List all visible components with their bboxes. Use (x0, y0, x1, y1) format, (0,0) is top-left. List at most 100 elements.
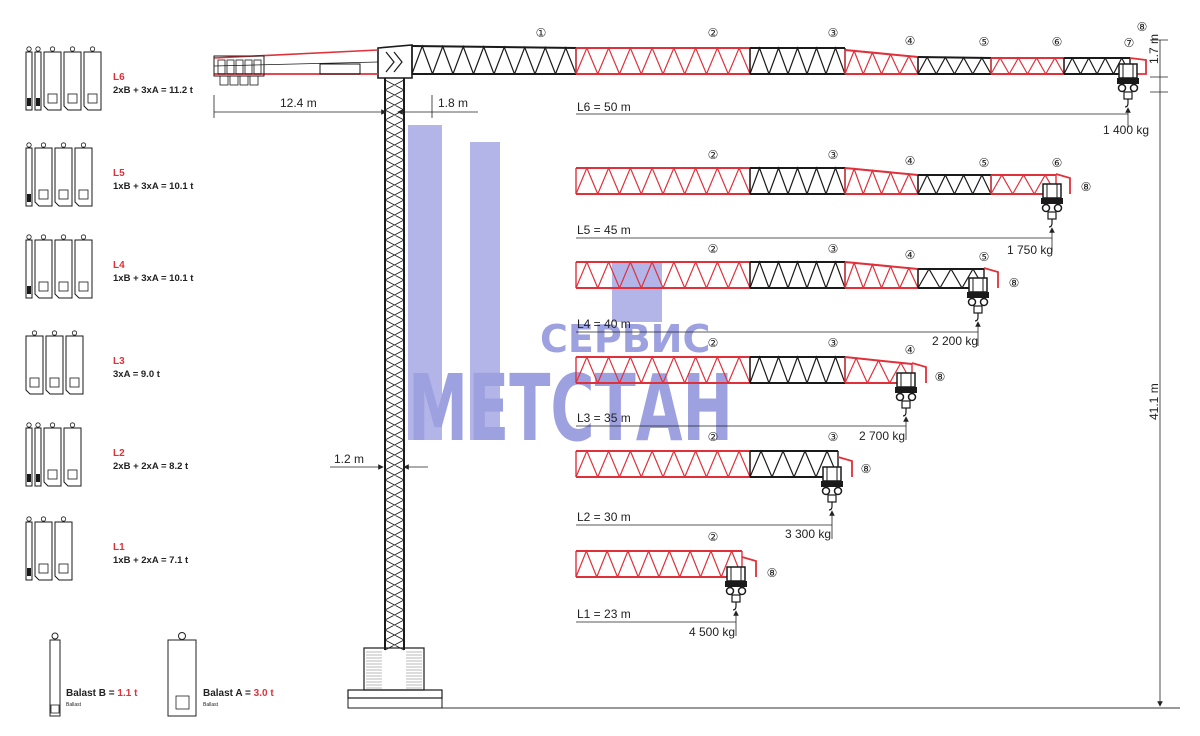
jib-section-2 (575, 46, 751, 75)
watermark-chimney-right (470, 142, 500, 440)
config-name: L4 (113, 260, 125, 271)
section-label-7: ⑦ (1124, 36, 1135, 50)
config-formula: 1xB + 2xA = 7.1 t (113, 555, 189, 566)
variant-section-1 (575, 260, 751, 289)
ballast-a-sub: Ballast (203, 702, 219, 708)
hook-l1 (725, 566, 747, 611)
config-formula: 3xA = 9.0 t (113, 369, 161, 380)
section-label-3: ③ (828, 26, 839, 40)
jib-variant-l1: ② ⑧ L1 = 23 m 4 500 kg (575, 530, 778, 639)
config-formula: 1xB + 3xA = 10.1 t (113, 181, 194, 192)
section-label: ⑧ (1009, 276, 1020, 290)
jib-length-label: L1 = 23 m (577, 607, 631, 621)
ballast-b-block (49, 632, 61, 717)
counter-jib (213, 49, 379, 86)
jib-section-4 (844, 49, 919, 75)
section-label: ② (708, 336, 719, 350)
config-name: L2 (113, 448, 125, 459)
ballast-b-value: 1.1 t (117, 688, 138, 699)
config-l3: L3 3xA = 9.0 t (25, 330, 161, 395)
jib-section-3 (749, 46, 846, 75)
tower-base (347, 647, 443, 709)
section-label: ⑧ (861, 462, 872, 476)
section-label: ② (708, 430, 719, 444)
ballast-configurations: L6 2xB + 3xA = 11.2 t L5 1xB + 3xA = 10.1 t… (25, 46, 194, 581)
watermark-chimney-left (408, 125, 442, 440)
variant-section-1 (575, 549, 743, 578)
max-load-label: 2 200 kg (932, 334, 978, 348)
config-name: L6 (113, 72, 125, 83)
cab-offset-dim: 1.8 m (438, 96, 468, 110)
max-load-label: 1 750 kg (1007, 243, 1053, 257)
section-label-5: ⑤ (979, 35, 990, 49)
section-label: ③ (828, 148, 839, 162)
section-label: ② (708, 148, 719, 162)
jib-length-label-l6: L6 = 50 m (577, 100, 631, 114)
ballast-a-label: Balast A = 3.0 t (203, 688, 274, 699)
section-label: ⑧ (1081, 180, 1092, 194)
section-label-1: ① (536, 26, 547, 40)
section-label: ⑤ (979, 156, 990, 170)
watermark-line2: МЕТСТАН (408, 355, 733, 462)
max-load-label-l6: 1 400 kg (1103, 123, 1149, 137)
config-l1: L1 1xB + 2xA = 7.1 t (25, 516, 189, 581)
variant-section-1 (575, 166, 751, 195)
jib-length-label: L5 = 45 m (577, 223, 631, 237)
config-formula: 1xB + 3xA = 10.1 t (113, 273, 194, 284)
watermark-chimney-mid (612, 262, 662, 322)
jib-length-label: L3 = 35 m (577, 411, 631, 425)
ballast-b-label-text: Balast B = (66, 688, 117, 699)
max-load-label: 3 300 kg (785, 527, 831, 541)
section-label: ③ (828, 430, 839, 444)
section-label: ⑧ (767, 566, 778, 580)
watermark-line1: СЕРВИС (540, 317, 710, 361)
hook-l4 (967, 277, 989, 322)
section-label-4: ④ (905, 34, 916, 48)
slewing-head (377, 44, 413, 79)
section-label: ② (708, 530, 719, 544)
variant-section-4 (917, 173, 992, 195)
config-formula: 2xB + 3xA = 11.2 t (113, 85, 194, 96)
jib-section-1 (411, 44, 577, 75)
counter-jib-dim: 12.4 m (280, 96, 317, 110)
jib-section-5 (917, 55, 992, 75)
max-load-label: 2 700 kg (859, 429, 905, 443)
variant-section-3 (844, 261, 919, 289)
section-label: ⑥ (1052, 156, 1063, 170)
dimension-annotations: 12.4 m 1.8 m 1.2 m 1.7 m 41.1 m (213, 34, 1168, 707)
config-name: L1 (113, 542, 125, 553)
section-label-6: ⑥ (1052, 35, 1063, 49)
ballast-a-block (167, 632, 197, 717)
variant-section-2 (749, 166, 846, 195)
ballast-b-label: Balast B = 1.1 t (66, 688, 138, 699)
config-l6: L6 2xB + 3xA = 11.2 t (25, 46, 194, 111)
watermark: СЕРВИС МЕТСТАН (408, 125, 733, 462)
section-label: ④ (905, 154, 916, 168)
ballast-a-label-text: Balast A = (203, 688, 254, 699)
max-load-label: 4 500 kg (689, 625, 735, 639)
ballast-legend: Balast B = 1.1 t Ballast Balast A = 3.0 … (49, 632, 274, 717)
config-l4: L4 1xB + 3xA = 10.1 t (25, 234, 194, 299)
config-name: L5 (113, 168, 125, 179)
tower-width-dim: 1.2 m (334, 452, 364, 466)
hook-l5 (1041, 183, 1063, 228)
jib-variant-l5: ② ③ ④ ⑤ ⑥ ⑧ L5 = 45 m 1 750 kg (575, 148, 1092, 257)
section-label: ⑧ (935, 370, 946, 384)
section-label: ③ (828, 336, 839, 350)
hook-l6 (1117, 63, 1139, 108)
ballast-a-value: 3.0 t (254, 688, 275, 699)
head-height-dim: 1.7 m (1147, 34, 1161, 64)
jib-section-6 (990, 56, 1065, 75)
variant-section-2 (749, 260, 846, 289)
config-l5: L5 1xB + 3xA = 10.1 t (25, 142, 194, 207)
config-name: L3 (113, 356, 125, 367)
config-formula: 2xB + 2xA = 8.2 t (113, 461, 189, 472)
section-label: ④ (905, 248, 916, 262)
